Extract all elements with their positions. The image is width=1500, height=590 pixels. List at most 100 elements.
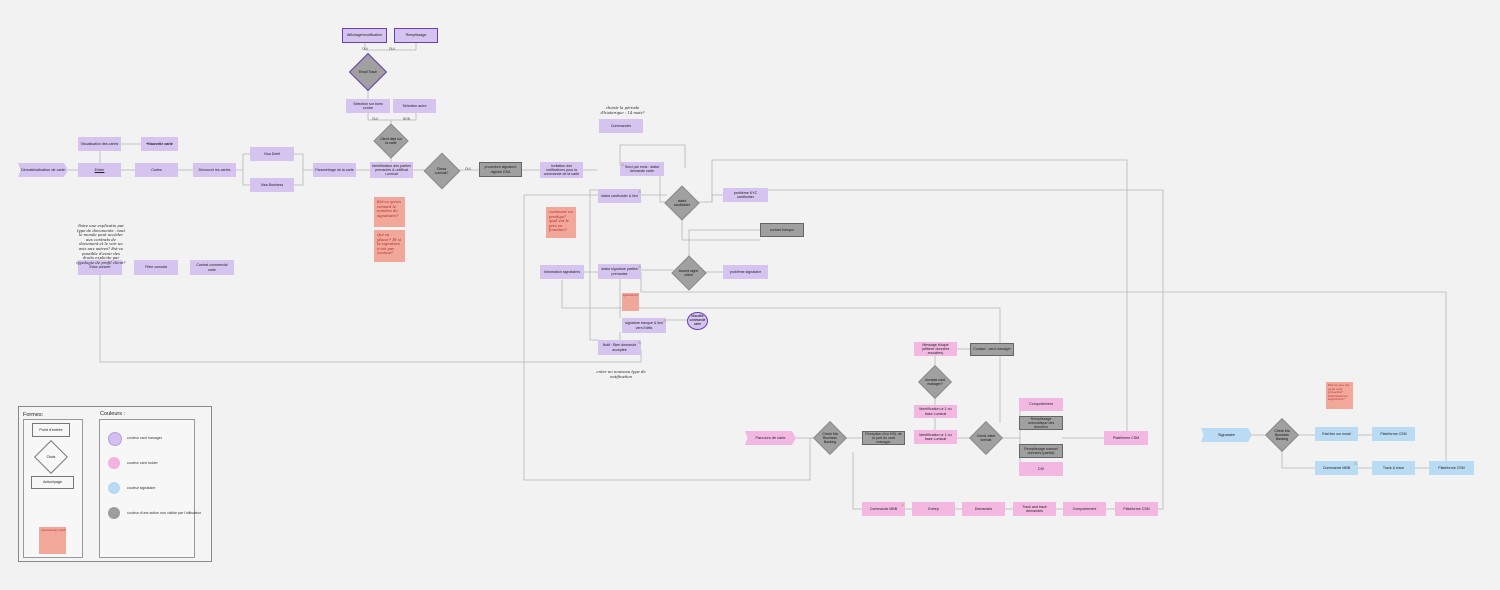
- node-entrep[interactable]: Entrep: [912, 502, 955, 516]
- legend-color-invisible: [108, 507, 120, 519]
- node-reception-kbl: Réception d'un KBL de la part du card ma…: [862, 431, 905, 445]
- node-notif-demande-acceptee[interactable]: Notif : Bien demande acceptée: [598, 340, 641, 355]
- node-decouvrir-cartes[interactable]: Découvrir les cartes: [193, 163, 236, 177]
- node-selection-autre[interactable]: Sélection autre: [393, 99, 436, 113]
- diamond-label: Check Ma Business Banking: [1274, 429, 1290, 441]
- node-affichage-modification[interactable]: Affichage/modification: [342, 28, 387, 43]
- node-visa-business[interactable]: Visa Business: [250, 178, 294, 192]
- node-plateforme-csm-3[interactable]: Plateforme CSM: [1372, 427, 1415, 441]
- legend-color-label: couleur d'une action non visible par l'u…: [127, 511, 202, 515]
- node-identification-2[interactable]: Identification or 1 ou base Lumicat: [914, 430, 957, 444]
- entry-parcours-carte[interactable]: Parcours de carte: [745, 431, 796, 445]
- ellipse-nouvelle-commande[interactable]: Nouvelle commande carte: [687, 312, 708, 330]
- diamond-email-trace[interactable]: Email Trace: [348, 52, 388, 92]
- node-statut-signature[interactable]: statut signature parties prenantes: [598, 264, 641, 279]
- diamond-label: statut cardholder: [673, 199, 691, 207]
- warning-icon: ⚠: [662, 318, 667, 323]
- entry-label: Dématérialisation de carte: [20, 168, 66, 172]
- node-dsi[interactable]: DSI: [1019, 462, 1063, 476]
- legend-shape-point-entree: Point d'entrée: [32, 423, 70, 437]
- node-comportement-2[interactable]: Comportement: [1063, 502, 1106, 516]
- node-commande-mbb-2[interactable]: Commande MBB: [1315, 461, 1358, 475]
- note-gens-presents: Est-ce que les gens sont présents? Infor…: [1326, 382, 1353, 409]
- node-track-trace-demandes[interactable]: Track and trace demandes: [1013, 502, 1056, 516]
- node-identification-parties[interactable]: Identification des parties prenantes & u…: [370, 162, 413, 178]
- diamond-check-business-2[interactable]: Check Ma Business Banking: [1265, 418, 1299, 452]
- legend-color-label: couleur card holder: [127, 461, 158, 465]
- node-track-trace[interactable]: Track & trace: [1372, 461, 1415, 475]
- node-remplissage[interactable]: Remplissage: [394, 28, 438, 43]
- node-statut-cardholder[interactable]: statut cardholder & lien: [598, 189, 641, 203]
- node-probleme-kyc[interactable]: problème KYC cardholder: [723, 188, 768, 202]
- edge-label-oui: OUI: [362, 47, 368, 51]
- node-etat-lien-email[interactable]: Etat lien sur email: [1315, 427, 1358, 441]
- node-nouvelle-carte[interactable]: +Nouvelle carte: [141, 137, 178, 151]
- diamond-statut-cardholder[interactable]: statut cardholder: [664, 185, 700, 221]
- legend-color-signataire: [108, 482, 120, 494]
- diamond-accord-signe[interactable]: Accord signe check: [670, 254, 707, 291]
- node-procedure-signature: procedure signature digitale DSA: [479, 162, 522, 177]
- node-plateforme-csm-4[interactable]: Plateforme CSM: [1429, 461, 1474, 475]
- entry-label: Signataire: [1217, 433, 1236, 437]
- node-demandes[interactable]: Demandes: [962, 502, 1005, 516]
- node-suivi-statut[interactable]: Suivi par mois : statut demande carte: [620, 162, 664, 176]
- diamond-label: Accepte card manager?: [925, 378, 945, 386]
- node-commande-mbb[interactable]: Commande MBB: [862, 502, 905, 516]
- edge-label-non: NON: [403, 117, 411, 121]
- legend-color-label: couleur card manager: [127, 436, 162, 440]
- legend-shape-choix: Choix: [34, 439, 68, 474]
- legend-shape-action-page: Action/page: [31, 476, 74, 489]
- edge-label-oui: OUI: [465, 167, 471, 171]
- node-contact-banque: contact banque: [760, 223, 804, 237]
- legend-color-label: couleur signataire: [127, 486, 156, 490]
- node-selection-bons-contre[interactable]: Sélection sur bons contre: [346, 99, 390, 113]
- legend-couleurs-title: Couleurs :: [100, 411, 126, 417]
- node-visa-debit[interactable]: Visa Debit: [250, 147, 294, 161]
- diamond-label: Choix: [46, 454, 56, 459]
- warning-icon: ⚠: [620, 162, 625, 167]
- node-filtre-cumulat[interactable]: Filtre cumulat: [134, 260, 178, 275]
- note-qui-va-placer: Qui va placer? Et si la signature n'est …: [374, 230, 405, 262]
- diamond-check-lumicat[interactable]: Check Lumicat?: [423, 152, 460, 189]
- annotation-droits-profil: Faire une explicatio par type de documen…: [76, 223, 126, 265]
- node-plateforme-csm-1[interactable]: Plateforme CSM: [1104, 431, 1148, 445]
- node-signature-banque[interactable]: signature banque & lien vers Editis: [622, 318, 666, 333]
- node-comportement[interactable]: Comportement: [1019, 398, 1063, 411]
- diamond-accepte-card[interactable]: Accepte card manager?: [918, 365, 952, 399]
- entry-signataire[interactable]: Signataire: [1201, 428, 1252, 442]
- note-question: Question?: [622, 293, 639, 311]
- node-identification-1[interactable]: Identification or 1 ou base Lumicat: [914, 405, 957, 418]
- diamond-label: Client dejà sur la carte: [380, 137, 402, 145]
- note-nombre-signataire: Est-ce qu'on connait le nombre de signat…: [374, 197, 405, 227]
- warning-icon: ⚠: [1353, 461, 1358, 466]
- edge-label-oui: OUI: [372, 117, 378, 121]
- legend-shape-note: Questions/commentaires: [39, 527, 66, 554]
- legend-color-card-manager: [108, 432, 122, 446]
- node-probleme-signataire[interactable]: problème signataire: [723, 265, 768, 279]
- node-information-signataires[interactable]: Information signataires: [540, 265, 584, 279]
- node-cartes[interactable]: Cartes: [135, 163, 178, 177]
- entry-label: Parcours de carte: [755, 436, 786, 440]
- node-visualisation-cartes[interactable]: Visualisation des cartes: [78, 137, 121, 151]
- node-commandes[interactable]: Commandes: [599, 119, 643, 133]
- diamond-label: Check client lumicat: [976, 434, 996, 442]
- diamond-label: Accord signe check: [678, 268, 699, 277]
- node-plateforme-csm-2[interactable]: Plateforme CSM: [1115, 502, 1158, 516]
- entry-dematerialisation-carte[interactable]: Dématérialisation de carte: [18, 163, 68, 177]
- diamond-client-deja[interactable]: Client dejà sur la carte: [373, 123, 409, 159]
- diamond-check-business[interactable]: Check Ma Business Banking: [813, 421, 847, 455]
- node-contact-card-manager: Contact : card manager: [970, 343, 1014, 356]
- node-parametrage-carte[interactable]: Paramétrage de la carte: [313, 163, 356, 177]
- warning-icon: ⚠: [637, 340, 642, 345]
- node-remplissage-automatique: Remplissage automatique des données: [1019, 416, 1063, 430]
- warning-icon: ⚠: [637, 264, 642, 269]
- node-educ-concert[interactable]: Educ.concert: [78, 260, 122, 275]
- legend-shape-label: Point d'entrée: [39, 428, 63, 432]
- node-contrat-commercial[interactable]: Contrat commercial carte: [190, 260, 234, 275]
- node-entrer[interactable]: Entrer: [78, 163, 121, 177]
- diamond-label: Email Trace: [359, 70, 377, 74]
- node-invitation-notifications[interactable]: Invitation des notifications pour la com…: [540, 162, 583, 178]
- node-message-bloque[interactable]: Message bloqué (afficher données annulée…: [914, 342, 957, 356]
- diamond-check-client[interactable]: Check client lumicat: [969, 421, 1003, 455]
